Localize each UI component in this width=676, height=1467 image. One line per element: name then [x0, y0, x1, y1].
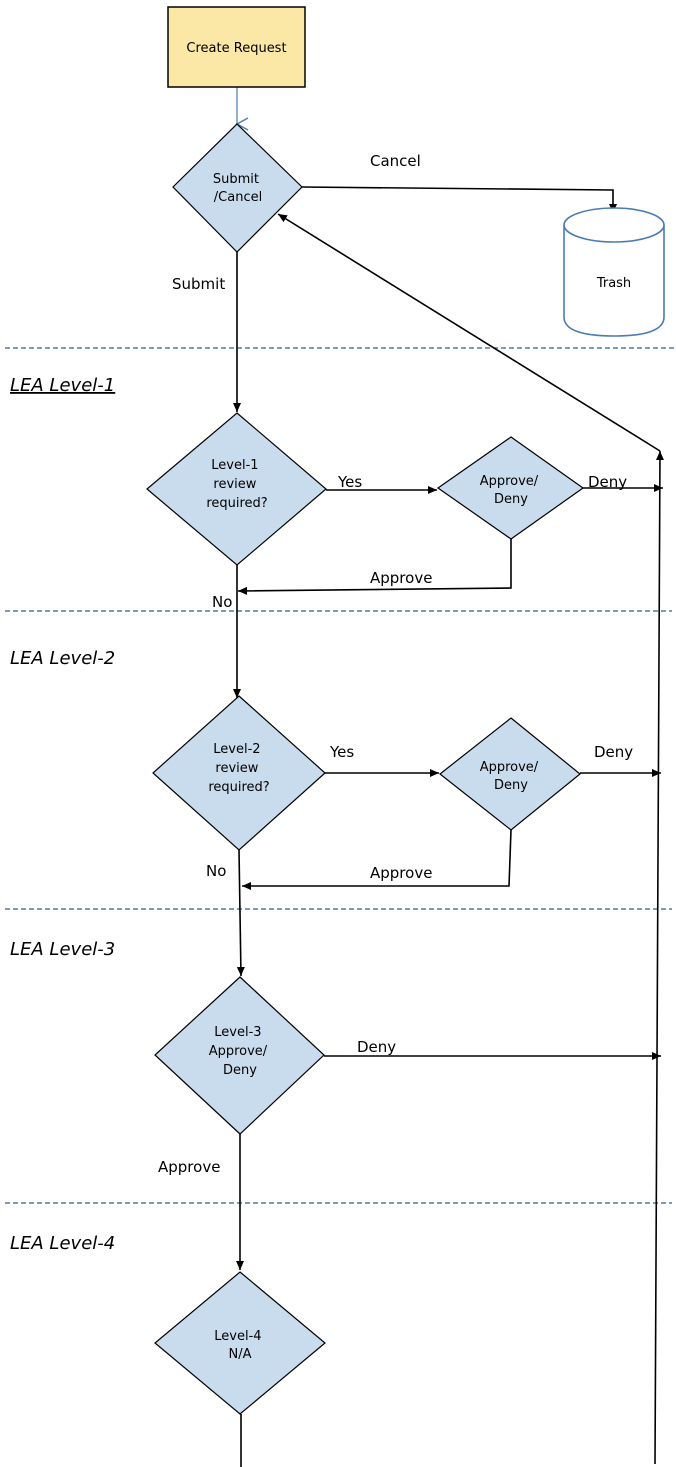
edge-l2-no — [236, 849, 245, 977]
edge-l1-approve — [237, 538, 512, 595]
level-3-label-line-1: Level-3 — [214, 1025, 261, 1040]
level-3-label-line-2: Approve/ — [209, 1044, 268, 1059]
submit-cancel-decision: Submit /Cancel — [172, 123, 303, 253]
submit-cancel-label-line-2: /Cancel — [214, 190, 262, 205]
lane-label-level-1: LEA Level-1 — [10, 375, 115, 396]
level-2-label-line-1: Level-2 — [213, 742, 260, 757]
svg-text:Submit /Cancel: Submit /Cancel — [213, 172, 263, 205]
svg-text:Approve/ Deny: Approve/ Deny — [480, 474, 543, 507]
level-4-label-line-1: Level-4 — [214, 1329, 261, 1344]
edge-cancel — [301, 186, 617, 213]
edge-label-l2-approve: Approve — [370, 864, 432, 882]
approve-deny-2-label-line-1: Approve/ — [480, 760, 539, 775]
lane-label-level-4: LEA Level-4 — [10, 1233, 115, 1254]
level-4-label-line-2: N/A — [229, 1347, 252, 1362]
approve-deny-1-decision: Approve/ Deny — [436, 436, 585, 540]
submit-cancel-label-line-1: Submit — [213, 172, 259, 187]
edge-label-l1-deny: Deny — [588, 473, 627, 491]
edge-return-line — [654, 450, 664, 1465]
level-1-label-line-2: review — [213, 477, 256, 492]
lane-label-level-3: LEA Level-3 — [10, 939, 115, 960]
edge-return-to-submit — [277, 213, 661, 452]
edge-label-l1-yes: Yes — [337, 473, 362, 491]
level-2-label-line-3: required? — [208, 780, 269, 795]
edge-label-l2-deny: Deny — [594, 743, 633, 761]
level-1-label-line-1: Level-1 — [211, 458, 258, 473]
edge-label-l1-no: No — [212, 593, 232, 611]
svg-text:Approve/ Deny: Approve/ Deny — [480, 760, 543, 793]
approve-deny-2-label-line-2: Deny — [494, 778, 528, 793]
level-1-label-line-3: required? — [206, 496, 267, 511]
edge-label-l2-no: No — [206, 862, 226, 880]
approve-deny-1-label-line-2: Deny — [494, 492, 528, 507]
edge-label-submit: Submit — [172, 275, 225, 293]
svg-text:Level-3 Approve/ D: Level-3 Approve/ Deny — [209, 1025, 272, 1078]
create-request-node: Create Request — [167, 6, 306, 88]
svg-text:Level-4 N/A: Level-4 N/A — [214, 1329, 265, 1362]
create-request-label: Create Request — [186, 41, 286, 56]
approve-deny-2-decision: Approve/ Deny — [439, 717, 581, 831]
level-4-decision: Level-4 N/A — [154, 1271, 326, 1415]
edge-l2-approve — [242, 829, 512, 890]
svg-text:Level-1 review req: Level-1 review required? — [206, 458, 267, 511]
edge-label-l2-yes: Yes — [329, 743, 354, 761]
approve-deny-1-label-line-1: Approve/ — [480, 474, 539, 489]
trash-node: Trash — [563, 207, 665, 337]
level-2-decision: Level-2 review required? — [152, 695, 326, 851]
edge-label-cancel: Cancel — [370, 152, 421, 170]
trash-label: Trash — [596, 276, 631, 291]
level-1-decision: Level-1 review required? — [146, 412, 327, 566]
level-3-decision: Level-3 Approve/ Deny — [154, 976, 325, 1135]
edge-label-l3-approve: Approve — [158, 1158, 220, 1176]
level-3-label-line-3: Deny — [223, 1063, 257, 1078]
lane-label-level-2: LEA Level-2 — [10, 648, 115, 669]
edge-label-l1-approve: Approve — [370, 569, 432, 587]
edge-label-l3-deny: Deny — [357, 1038, 396, 1056]
level-2-label-line-2: review — [215, 761, 258, 776]
svg-text:Level-2 review req: Level-2 review required? — [208, 742, 269, 795]
